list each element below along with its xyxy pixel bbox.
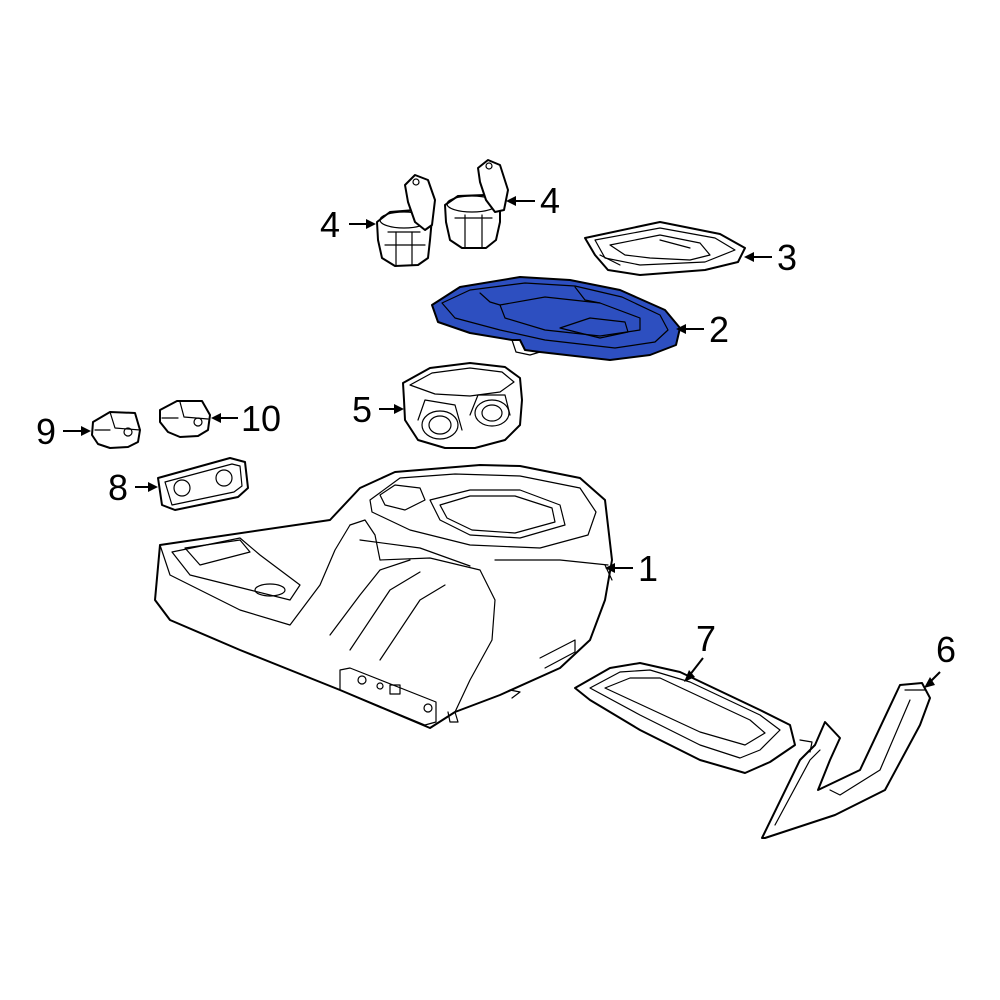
part-6-side-trim[interactable] (761, 682, 931, 839)
callout-4-right: 4 (506, 180, 560, 221)
callout-10: 10 (211, 398, 281, 439)
callout-8-label: 8 (108, 467, 128, 508)
callout-9: 9 (36, 411, 91, 452)
part-9-switch[interactable] (91, 411, 141, 449)
callout-9-label: 9 (36, 411, 56, 452)
callout-5-label: 5 (352, 389, 372, 430)
callout-2: 2 (676, 309, 729, 350)
callout-7-label: 7 (696, 618, 716, 659)
callout-4-right-label: 4 (540, 180, 560, 221)
callout-7: 7 (684, 618, 716, 682)
part-1-console-body[interactable] (154, 464, 613, 729)
part-7-bin-tray[interactable] (574, 662, 813, 774)
callout-6: 6 (924, 629, 956, 688)
callout-1-label: 1 (638, 548, 658, 589)
part-3-tray-liner[interactable] (584, 221, 746, 276)
callout-2-label: 2 (709, 309, 729, 350)
callout-4-left: 4 (320, 204, 376, 245)
part-2-storage-tray[interactable] (431, 276, 681, 361)
callout-4-left-label: 4 (320, 204, 340, 245)
part-4-cup-insert-right[interactable] (444, 159, 509, 249)
part-8-switch-bezel[interactable] (157, 457, 249, 511)
callout-3: 3 (744, 237, 797, 278)
callout-6-label: 6 (936, 629, 956, 670)
callout-8: 8 (108, 467, 158, 508)
callout-1: 1 (605, 548, 658, 589)
part-10-switch[interactable] (159, 400, 211, 438)
part-2-fill (431, 276, 681, 361)
callout-3-label: 3 (777, 237, 797, 278)
callout-5: 5 (352, 389, 404, 430)
part-4-cup-insert-left[interactable] (376, 174, 436, 267)
callout-10-label: 10 (241, 398, 281, 439)
part-5-cupholder[interactable] (402, 362, 523, 449)
